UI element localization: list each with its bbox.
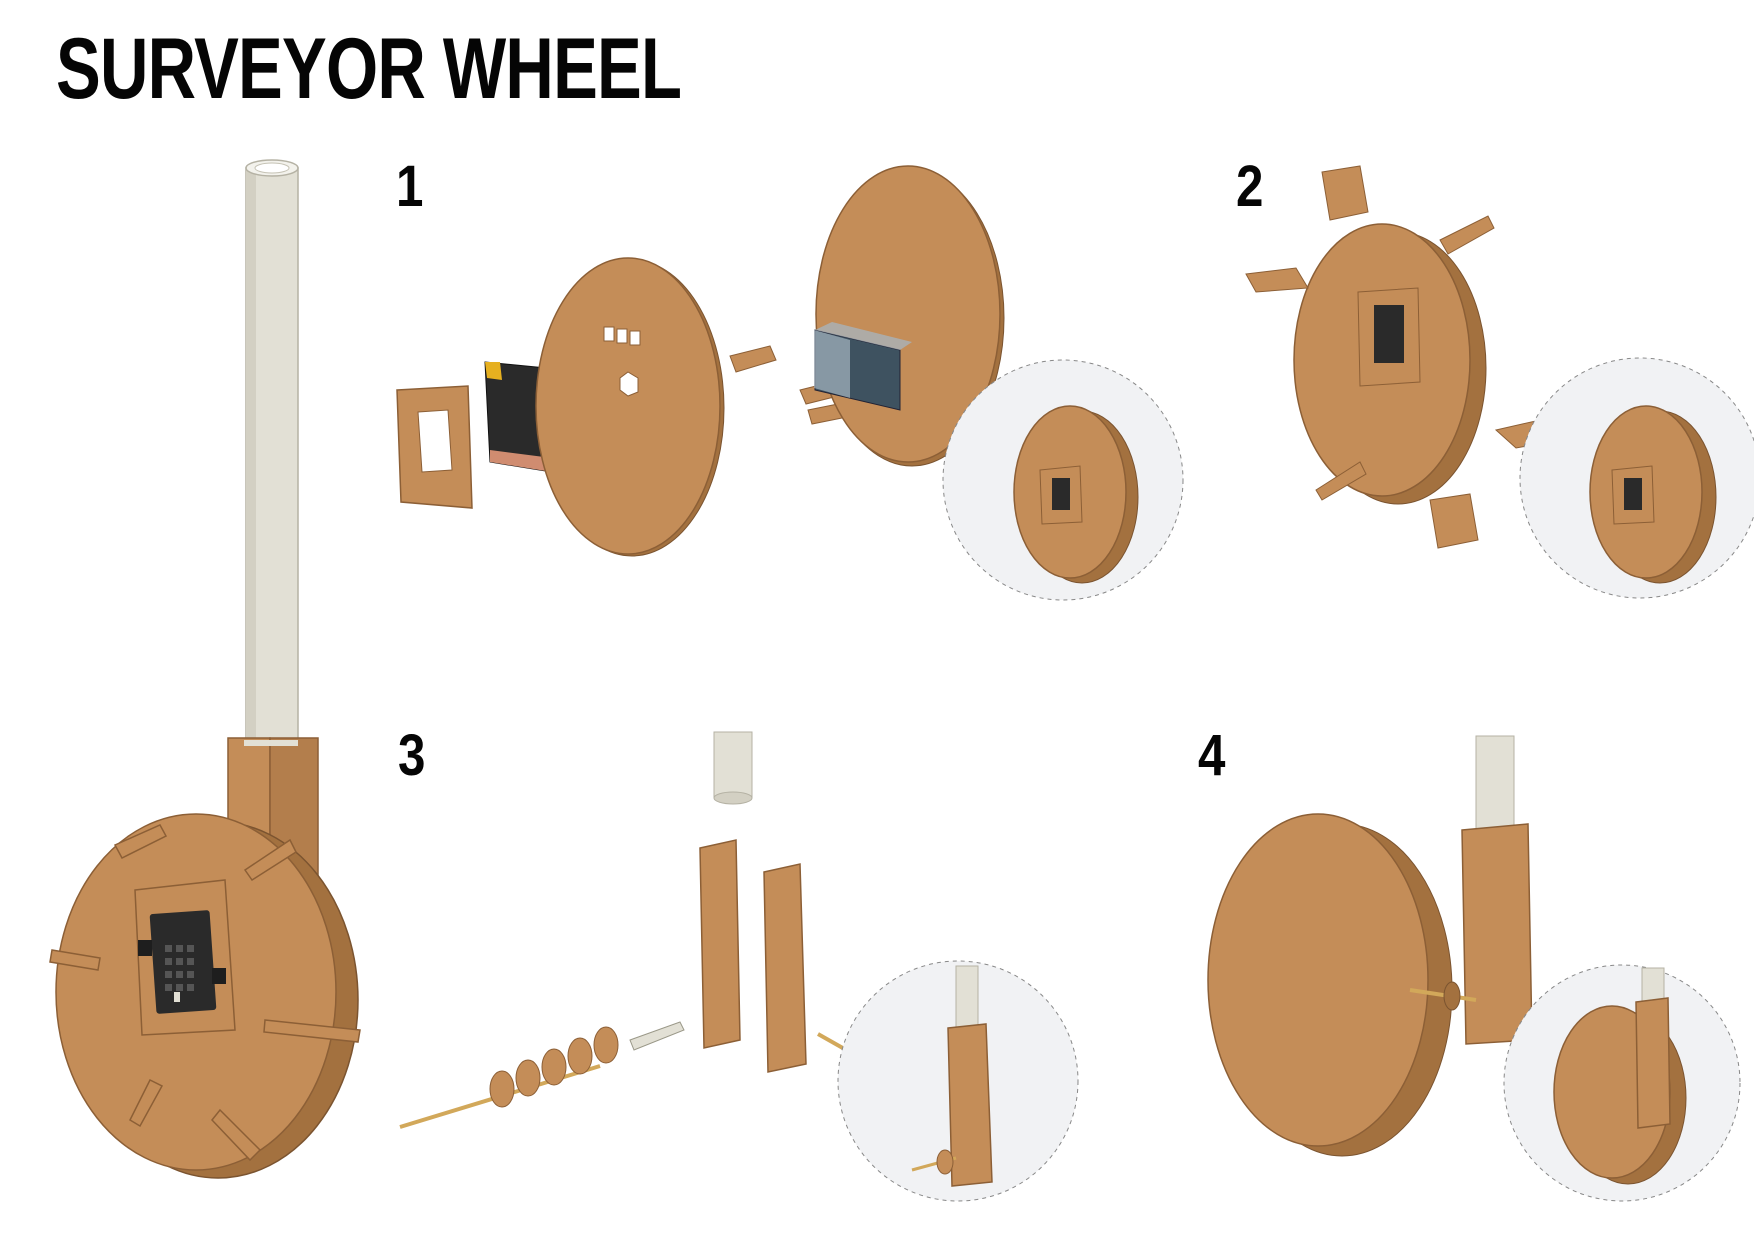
step-2-number: 2 [1236, 154, 1264, 219]
step-4-assembly-view [1207, 735, 1741, 1202]
step-3-exploded-view [399, 731, 1079, 1202]
assembled-surveyor-wheel [49, 159, 361, 1179]
assembled-handle-pipe [245, 159, 299, 759]
step-1-exploded-view [396, 165, 1184, 601]
step-3-number: 3 [398, 723, 426, 788]
step-2-exploded-view [1245, 165, 1754, 599]
step-4-number: 4 [1198, 723, 1226, 788]
page-title: SURVEYOR WHEEL [56, 21, 682, 117]
step-1-number: 1 [396, 154, 424, 219]
